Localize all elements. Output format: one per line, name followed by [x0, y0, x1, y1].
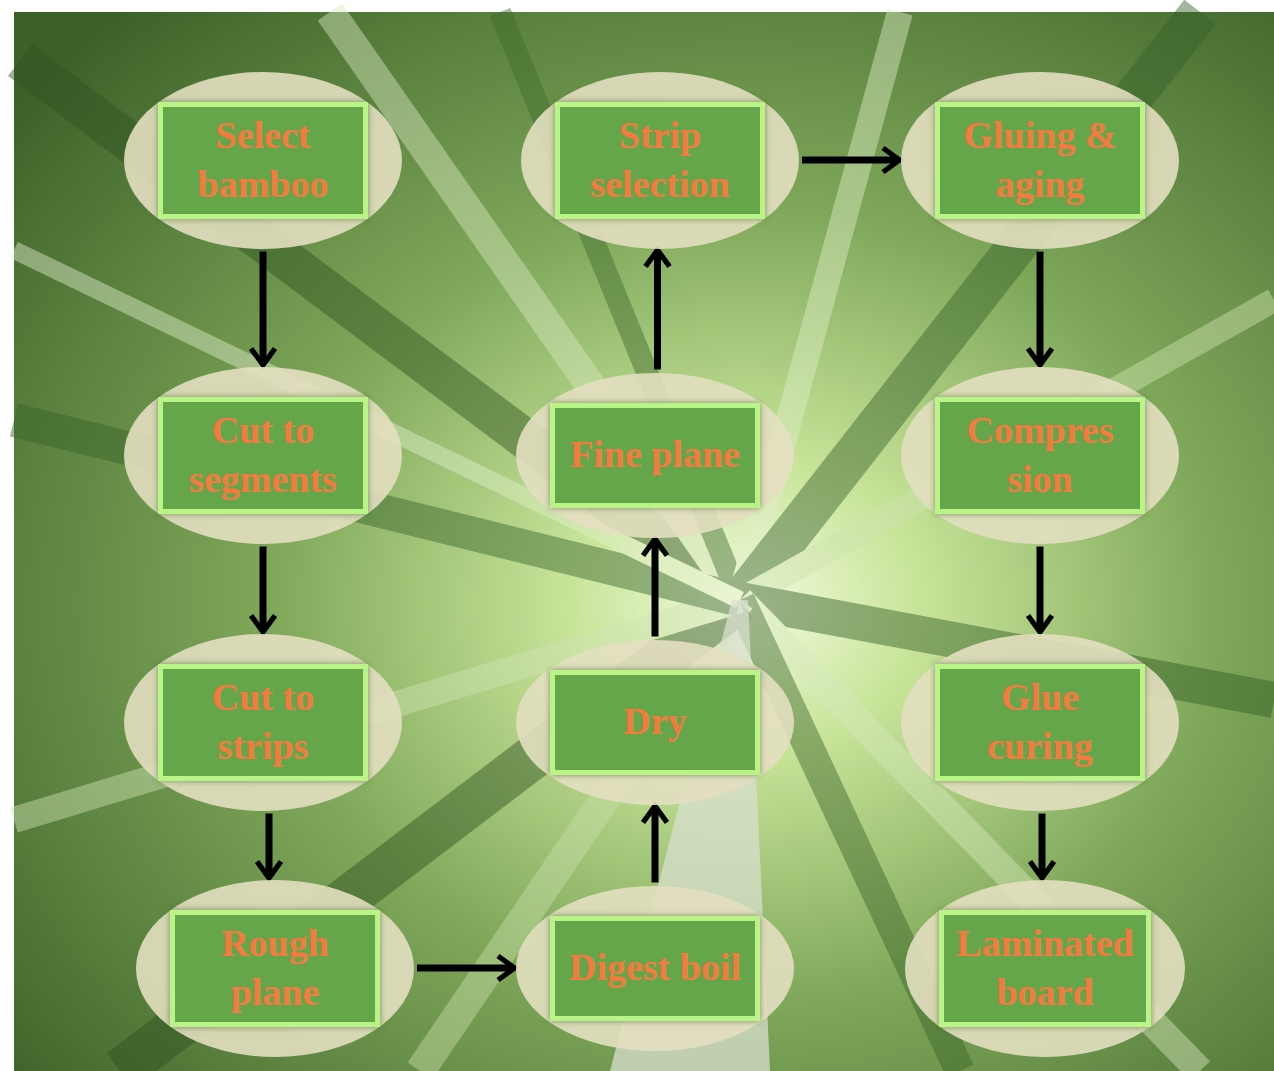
process-box: Select bamboo [158, 102, 368, 219]
step-label: Fine plane [570, 430, 740, 479]
ellipse-shape [516, 640, 794, 805]
ellipse-shape [901, 72, 1179, 249]
process-node: Strip selection [521, 72, 799, 249]
step-label: Laminated board [954, 919, 1136, 1018]
process-node: Select bamboo [124, 72, 402, 249]
process-box: Cut to strips [158, 664, 368, 781]
step-label: Compres sion [950, 406, 1130, 505]
step-label: Select bamboo [173, 111, 353, 210]
step-label: Strip selection [570, 111, 750, 210]
flow-arrow [1037, 547, 1044, 631]
process-node: Cut to segments [124, 367, 402, 544]
flow-arrow [654, 252, 661, 370]
step-label: Cut to strips [173, 673, 353, 772]
process-box: Strip selection [555, 102, 765, 219]
process-node: Dry [516, 640, 794, 805]
ellipse-shape [901, 367, 1179, 544]
process-node: Digest boil [516, 886, 794, 1051]
process-node: Fine plane [516, 373, 794, 538]
process-box: Gluing & aging [935, 102, 1145, 219]
flow-arrow [652, 541, 659, 637]
step-label: Glue curing [950, 673, 1130, 772]
process-node: Cut to strips [124, 634, 402, 811]
process-box: Compres sion [935, 397, 1145, 514]
process-node: Glue curing [901, 634, 1179, 811]
step-label: Gluing & aging [950, 111, 1130, 210]
process-box: Rough plane [170, 910, 380, 1027]
flow-arrow [417, 965, 513, 972]
process-box: Glue curing [935, 664, 1145, 781]
ellipse-shape [136, 880, 414, 1057]
flow-arrow [260, 547, 267, 631]
process-box: Digest boil [550, 916, 760, 1021]
process-node: Rough plane [136, 880, 414, 1057]
forest-ground [14, 12, 1274, 1071]
process-box: Fine plane [550, 403, 760, 508]
ellipse-shape [124, 72, 402, 249]
step-label: Rough plane [185, 919, 365, 1018]
ellipse-shape [901, 634, 1179, 811]
process-node: Laminated board [905, 880, 1185, 1057]
ellipse-shape [516, 373, 794, 538]
ellipse-shape [905, 880, 1185, 1057]
ellipse-shape [516, 886, 794, 1051]
ellipse-shape [124, 367, 402, 544]
ellipse-shape [521, 72, 799, 249]
flow-arrow [1039, 814, 1046, 877]
process-node: Gluing & aging [901, 72, 1179, 249]
step-label: Cut to segments [173, 406, 353, 505]
process-node: Compres sion [901, 367, 1179, 544]
flow-arrow [266, 814, 273, 877]
step-label: Digest boil [569, 943, 741, 992]
flow-arrow [652, 808, 659, 883]
flow-arrow [802, 157, 898, 164]
process-box: Laminated board [939, 910, 1151, 1027]
flow-arrow [260, 252, 267, 364]
step-label: Dry [623, 697, 686, 746]
bamboo-stalks [14, 12, 1274, 1071]
process-box: Cut to segments [158, 397, 368, 514]
process-box: Dry [550, 670, 760, 775]
flow-arrow [1037, 252, 1044, 364]
ellipse-shape [124, 634, 402, 811]
